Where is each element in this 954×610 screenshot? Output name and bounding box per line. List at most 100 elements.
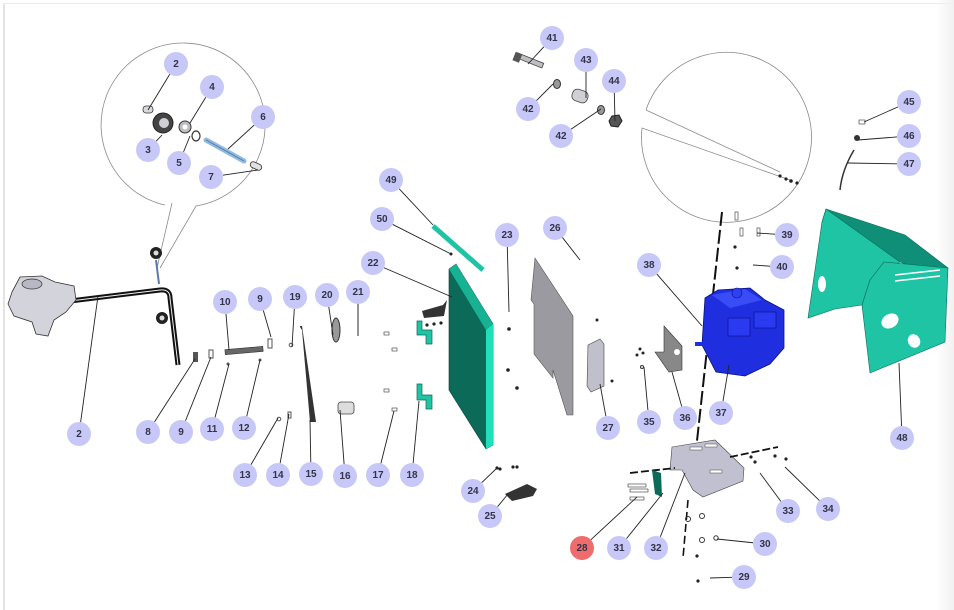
callout-badge[interactable]	[248, 287, 272, 311]
callout-7[interactable]: 7	[199, 165, 223, 189]
callout-badge[interactable]	[213, 290, 237, 314]
callout-29[interactable]: 29	[732, 565, 756, 589]
callout-32[interactable]: 32	[644, 536, 668, 560]
callout-45[interactable]: 45	[897, 90, 921, 114]
callout-3[interactable]: 3	[136, 138, 160, 162]
callout-19[interactable]: 19	[283, 285, 307, 309]
callout-6[interactable]: 6	[251, 105, 275, 129]
callout-badge[interactable]	[266, 463, 290, 487]
callout-38[interactable]: 38	[637, 253, 661, 277]
callout-2[interactable]: 2	[67, 422, 91, 446]
callout-37[interactable]: 37	[709, 401, 733, 425]
callout-badge[interactable]	[540, 26, 564, 50]
callout-18[interactable]: 18	[400, 463, 424, 487]
callout-badge[interactable]	[607, 536, 631, 560]
callout-30[interactable]: 30	[753, 532, 777, 556]
callout-12[interactable]: 12	[232, 416, 256, 440]
callout-badge-highlighted[interactable]	[570, 536, 594, 560]
callout-48[interactable]: 48	[890, 426, 914, 450]
callout-14[interactable]: 14	[266, 463, 290, 487]
callout-28[interactable]: 28	[570, 536, 594, 560]
callout-2[interactable]: 2	[164, 52, 188, 76]
callout-5[interactable]: 5	[167, 151, 191, 175]
callout-badge[interactable]	[776, 499, 800, 523]
callout-badge[interactable]	[637, 410, 661, 434]
callout-27[interactable]: 27	[596, 416, 620, 440]
callout-badge[interactable]	[169, 420, 193, 444]
callout-15[interactable]: 15	[299, 462, 323, 486]
callout-badge[interactable]	[775, 223, 799, 247]
callout-badge[interactable]	[315, 283, 339, 307]
callout-13[interactable]: 13	[233, 463, 257, 487]
callout-badge[interactable]	[251, 105, 275, 129]
callout-badge[interactable]	[200, 75, 224, 99]
callout-badge[interactable]	[136, 138, 160, 162]
callout-badge[interactable]	[602, 69, 626, 93]
callout-badge[interactable]	[400, 463, 424, 487]
callout-20[interactable]: 20	[315, 283, 339, 307]
callout-badge[interactable]	[136, 420, 160, 444]
callout-badge[interactable]	[543, 216, 567, 240]
callout-badge[interactable]	[897, 124, 921, 148]
callout-badge[interactable]	[637, 253, 661, 277]
callout-badge[interactable]	[283, 285, 307, 309]
callout-31[interactable]: 31	[607, 536, 631, 560]
callout-35[interactable]: 35	[637, 410, 661, 434]
callout-badge[interactable]	[596, 416, 620, 440]
callout-badge[interactable]	[709, 401, 733, 425]
callout-badge[interactable]	[346, 280, 370, 304]
callout-49[interactable]: 49	[379, 168, 403, 192]
callout-22[interactable]: 22	[361, 251, 385, 275]
callout-46[interactable]: 46	[897, 124, 921, 148]
callout-42[interactable]: 42	[516, 97, 540, 121]
callout-badge[interactable]	[897, 152, 921, 176]
callout-badge[interactable]	[299, 462, 323, 486]
callout-8[interactable]: 8	[136, 420, 160, 444]
callout-23[interactable]: 23	[495, 223, 519, 247]
callout-badge[interactable]	[770, 255, 794, 279]
callout-47[interactable]: 47	[897, 152, 921, 176]
callout-badge[interactable]	[67, 422, 91, 446]
callout-badge[interactable]	[574, 48, 598, 72]
callout-badge[interactable]	[164, 52, 188, 76]
callout-badge[interactable]	[478, 504, 502, 528]
callout-badge[interactable]	[890, 426, 914, 450]
callout-9[interactable]: 9	[169, 420, 193, 444]
callout-44[interactable]: 44	[602, 69, 626, 93]
callout-36[interactable]: 36	[673, 406, 697, 430]
callout-21[interactable]: 21	[346, 280, 370, 304]
callout-24[interactable]: 24	[461, 479, 485, 503]
callout-badge[interactable]	[379, 168, 403, 192]
callout-39[interactable]: 39	[775, 223, 799, 247]
callout-4[interactable]: 4	[200, 75, 224, 99]
callout-badge[interactable]	[549, 124, 573, 148]
callout-16[interactable]: 16	[333, 464, 357, 488]
callout-25[interactable]: 25	[478, 504, 502, 528]
callout-badge[interactable]	[200, 417, 224, 441]
callout-34[interactable]: 34	[816, 497, 840, 521]
callout-badge[interactable]	[897, 90, 921, 114]
callout-badge[interactable]	[461, 479, 485, 503]
callout-badge[interactable]	[232, 416, 256, 440]
callout-17[interactable]: 17	[366, 463, 390, 487]
callout-badge[interactable]	[199, 165, 223, 189]
callout-43[interactable]: 43	[574, 48, 598, 72]
callout-26[interactable]: 26	[543, 216, 567, 240]
callout-41[interactable]: 41	[540, 26, 564, 50]
callout-42[interactable]: 42	[549, 124, 573, 148]
callout-badge[interactable]	[366, 463, 390, 487]
callout-badge[interactable]	[753, 532, 777, 556]
callout-badge[interactable]	[167, 151, 191, 175]
callout-badge[interactable]	[495, 223, 519, 247]
callout-badge[interactable]	[732, 565, 756, 589]
callout-50[interactable]: 50	[370, 207, 394, 231]
callout-badge[interactable]	[516, 97, 540, 121]
callout-badge[interactable]	[361, 251, 385, 275]
callout-11[interactable]: 11	[200, 417, 224, 441]
callout-40[interactable]: 40	[770, 255, 794, 279]
callout-badge[interactable]	[816, 497, 840, 521]
callout-badge[interactable]	[333, 464, 357, 488]
callout-9[interactable]: 9	[248, 287, 272, 311]
callout-33[interactable]: 33	[776, 499, 800, 523]
callout-10[interactable]: 10	[213, 290, 237, 314]
